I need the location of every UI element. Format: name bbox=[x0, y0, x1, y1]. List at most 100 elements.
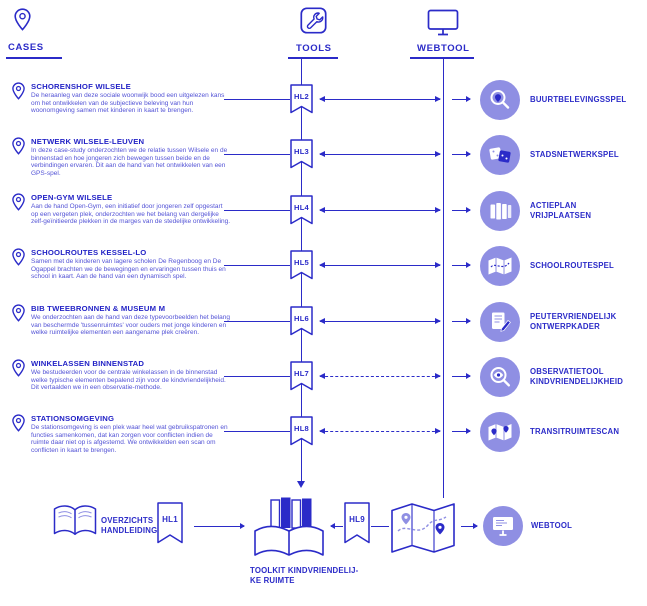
right-arrow-icon bbox=[461, 523, 478, 529]
connector-line bbox=[224, 154, 290, 155]
magnifier-pin-icon bbox=[490, 90, 510, 109]
hl-label: HL6 bbox=[294, 314, 309, 323]
right-arrow-icon bbox=[452, 207, 471, 213]
case-description: Aan de hand Open-Gym, een initiatief doo… bbox=[31, 203, 231, 226]
tool-circle bbox=[480, 246, 520, 286]
right-arrow-icon bbox=[452, 373, 471, 379]
right-arrow-icon bbox=[452, 262, 471, 268]
tool-label: TRANSITRUIMTESCAN bbox=[530, 427, 620, 437]
hl1-bookmark: HL1 bbox=[157, 502, 183, 544]
connector-line bbox=[224, 265, 290, 266]
hl-label: HL3 bbox=[294, 147, 309, 156]
tool-label: ACTIEPLAN VRIJPLAATSEN bbox=[530, 201, 592, 220]
hl-bookmark: HL5 bbox=[290, 250, 313, 280]
right-arrow-icon bbox=[452, 428, 471, 434]
case-row-netwerk: NETWERK WILSELE-LEUVEN In deze case-stud… bbox=[0, 127, 647, 183]
tool-circle bbox=[480, 80, 520, 120]
dice-icon bbox=[489, 147, 511, 163]
case-row-schoolroutes: SCHOOLROUTES KESSEL-LO Samen met de kind… bbox=[0, 238, 647, 294]
hl9-bookmark: HL9 bbox=[344, 502, 370, 544]
tool-label: PEUTERVRIENDELIJK ONTWERPKADER bbox=[530, 312, 617, 331]
webtool-bottom-label: WEBTOOL bbox=[531, 521, 573, 531]
tool-label: SCHOOLROUTESPEL bbox=[530, 261, 615, 271]
case-description: De stationsomgeving is een plek waar hee… bbox=[31, 424, 228, 455]
connector-line bbox=[224, 321, 290, 322]
hl-label: HL4 bbox=[294, 203, 309, 212]
double-arrow-dashed bbox=[319, 372, 441, 379]
case-description: We onderzochten aan de hand van deze typ… bbox=[31, 314, 231, 337]
wrench-box-icon bbox=[300, 7, 327, 39]
tool-circle bbox=[480, 135, 520, 175]
case-title: NETWERK WILSELE-LEUVEN bbox=[31, 137, 145, 146]
hl-bookmark: HL3 bbox=[290, 139, 313, 169]
books-row-icon bbox=[490, 203, 512, 220]
connector-line bbox=[224, 376, 290, 377]
cases-header: CASES bbox=[8, 42, 44, 53]
map-pin-icon bbox=[12, 414, 25, 437]
tool-circle bbox=[480, 191, 520, 231]
case-row-opengym: OPEN-GYM WILSELE Aan de hand Open-Gym, e… bbox=[0, 183, 647, 239]
hl-bookmark: HL7 bbox=[290, 361, 313, 391]
open-book-icon bbox=[52, 502, 98, 545]
document-pencil-icon bbox=[492, 312, 511, 332]
case-description: In deze case-study onderzochten we de re… bbox=[31, 147, 228, 178]
double-arrow bbox=[319, 206, 441, 213]
hl-label: HL2 bbox=[294, 92, 309, 101]
double-arrow bbox=[319, 150, 441, 157]
case-description: De heraanleg van deze sociale woonwijk b… bbox=[31, 92, 225, 115]
connector-line bbox=[224, 431, 290, 432]
connector-line bbox=[224, 99, 290, 100]
case-title: SCHOOLROUTES KESSEL-LO bbox=[31, 248, 147, 257]
tools-spine-arrowhead bbox=[296, 481, 305, 488]
book-stack-icon bbox=[250, 496, 328, 565]
webtool-underline bbox=[410, 57, 474, 59]
case-row-stationsomgeving: STATIONSOMGEVING De stationsomgeving is … bbox=[0, 404, 647, 460]
hl-bookmark: HL8 bbox=[290, 416, 313, 446]
tool-label: BUURTBELEVINGSSPEL bbox=[530, 95, 627, 105]
tool-circle bbox=[480, 412, 520, 452]
map-pin-icon bbox=[14, 8, 31, 36]
map-pin-icon bbox=[12, 304, 25, 327]
tool-circle bbox=[480, 302, 520, 342]
hl-bookmark: HL2 bbox=[290, 84, 313, 114]
hl-label: HL5 bbox=[294, 258, 309, 267]
tool-circle bbox=[480, 357, 520, 397]
manual-label: OVERZICHTS HANDLEIDING bbox=[101, 516, 158, 535]
hl-label: HL9 bbox=[349, 515, 365, 524]
double-arrow bbox=[319, 261, 441, 268]
case-title: WINKELASSEN BINNENSTAD bbox=[31, 359, 145, 368]
hl-bookmark: HL6 bbox=[290, 306, 313, 336]
webtool-header: WEBTOOL bbox=[417, 43, 470, 54]
eye-magnifier-icon bbox=[490, 367, 510, 387]
folded-map-icon bbox=[388, 500, 458, 561]
map-pin-icon bbox=[12, 137, 25, 160]
map-pin-icon bbox=[12, 359, 25, 382]
monitor-icon bbox=[493, 517, 513, 536]
map-pin-icon bbox=[12, 248, 25, 271]
case-description: Samen met de kinderen van lagere scholen… bbox=[31, 258, 226, 281]
right-arrow-icon bbox=[452, 151, 471, 157]
case-title: SCHORENSHOF WILSELE bbox=[31, 82, 131, 91]
case-title: BIB TWEEBRONNEN & MUSEUM M bbox=[31, 304, 166, 313]
case-row-bib-museum: BIB TWEEBRONNEN & MUSEUM M We onderzocht… bbox=[0, 294, 647, 350]
hl-label: HL7 bbox=[294, 369, 309, 378]
hl-label: HL1 bbox=[162, 515, 178, 524]
case-title: STATIONSOMGEVING bbox=[31, 414, 115, 423]
double-arrow bbox=[319, 95, 441, 102]
toolkit-label: TOOLKIT KINDVRIENDELIJ- KE RUIMTE bbox=[250, 566, 359, 585]
case-row-schorenshof: SCHORENSHOF WILSELE De heraanleg van dez… bbox=[0, 72, 647, 128]
right-arrow-icon bbox=[452, 96, 471, 102]
connector-line bbox=[224, 210, 290, 211]
left-arrow-icon bbox=[330, 523, 343, 529]
case-row-winkelassen: WINKELASSEN BINNENSTAD We bestudeerden v… bbox=[0, 349, 647, 405]
webtool-circle bbox=[483, 506, 523, 546]
map-pin-icon bbox=[12, 193, 25, 216]
route-map-icon bbox=[488, 257, 512, 275]
right-arrow-icon bbox=[194, 523, 245, 529]
hl-label: HL8 bbox=[294, 424, 309, 433]
map-pins-icon bbox=[488, 424, 512, 441]
case-title: OPEN-GYM WILSELE bbox=[31, 193, 113, 202]
double-arrow-dashed bbox=[319, 427, 441, 434]
hl-bookmark: HL4 bbox=[290, 195, 313, 225]
